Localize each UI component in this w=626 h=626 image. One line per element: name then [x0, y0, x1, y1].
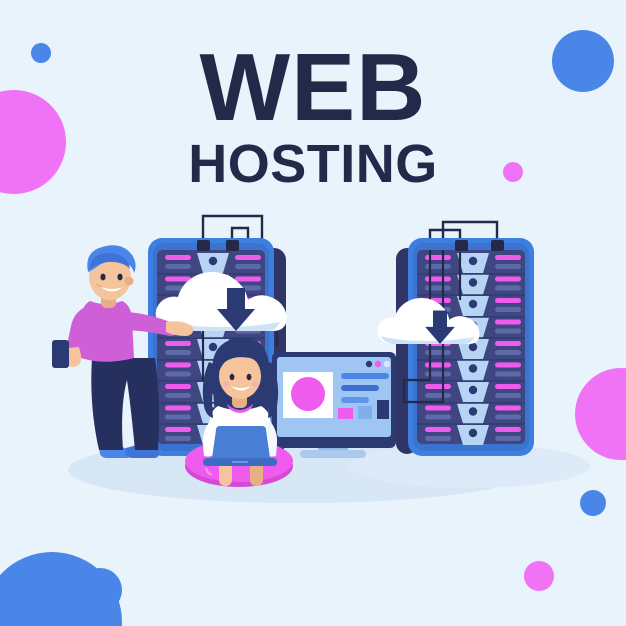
laptop — [203, 426, 277, 466]
server-rack-right — [396, 238, 534, 456]
man-hand-left — [65, 347, 82, 368]
screen-block-1 — [338, 408, 353, 419]
character-man-standing — [52, 245, 194, 458]
cloud-download-right — [377, 298, 480, 345]
download-arrow-icon — [425, 310, 455, 345]
screen-image-circle — [291, 377, 325, 411]
woman-head — [219, 353, 261, 399]
circle-left-magenta-icon — [0, 90, 66, 194]
window-dot-1 — [365, 360, 373, 368]
woman-collar — [227, 404, 253, 413]
woman-eye-left — [229, 373, 235, 381]
screen-text-line-2 — [341, 385, 379, 391]
woman-hair-side-left — [202, 362, 218, 418]
ground-shadow-right — [350, 444, 590, 488]
cable-connector-left-group — [197, 240, 239, 251]
window-dot-2 — [374, 360, 382, 368]
woman-cheek-left — [223, 381, 229, 387]
screen-text-line-3 — [341, 397, 369, 403]
man-ear — [124, 276, 134, 286]
man-legs — [91, 358, 159, 450]
man-hand-right — [166, 321, 194, 336]
woman-hair-side-right — [262, 362, 279, 418]
dot-right-blue-icon — [580, 490, 606, 516]
circle-top-right-blue-icon — [552, 30, 614, 92]
cable-connector-right-group — [455, 240, 504, 251]
man-cheek — [95, 283, 103, 287]
window-dot-3 — [383, 360, 391, 368]
dot-bottom-right-magenta-icon — [524, 561, 554, 591]
circle-bottom-left-blue-icon — [0, 552, 122, 626]
woman-smile — [231, 386, 251, 391]
screen-block-3 — [377, 400, 389, 419]
circle-right-magenta-icon — [575, 368, 626, 460]
dot-mid-right-magenta-icon — [503, 162, 523, 182]
dot-top-left-blue-icon — [31, 43, 51, 63]
woman-cheek-right — [252, 381, 258, 387]
man-phone — [52, 340, 69, 368]
woman-arm-left — [202, 420, 216, 457]
screen-text-line-1 — [341, 373, 389, 379]
woman-eye-right — [246, 373, 252, 381]
man-arm-extended — [122, 312, 178, 336]
man-smile — [101, 287, 123, 292]
man-hair-fringe — [89, 252, 130, 270]
download-arrow-icon — [217, 288, 255, 331]
man-arm-left — [65, 306, 88, 360]
man-eye-left — [100, 273, 106, 281]
desktop-monitor — [272, 352, 396, 458]
screen-block-2 — [358, 406, 372, 419]
woman-hair-front — [218, 346, 263, 372]
man-shirt — [78, 301, 134, 362]
man-eye-right — [117, 273, 123, 281]
character-woman-with-laptop — [202, 337, 279, 486]
